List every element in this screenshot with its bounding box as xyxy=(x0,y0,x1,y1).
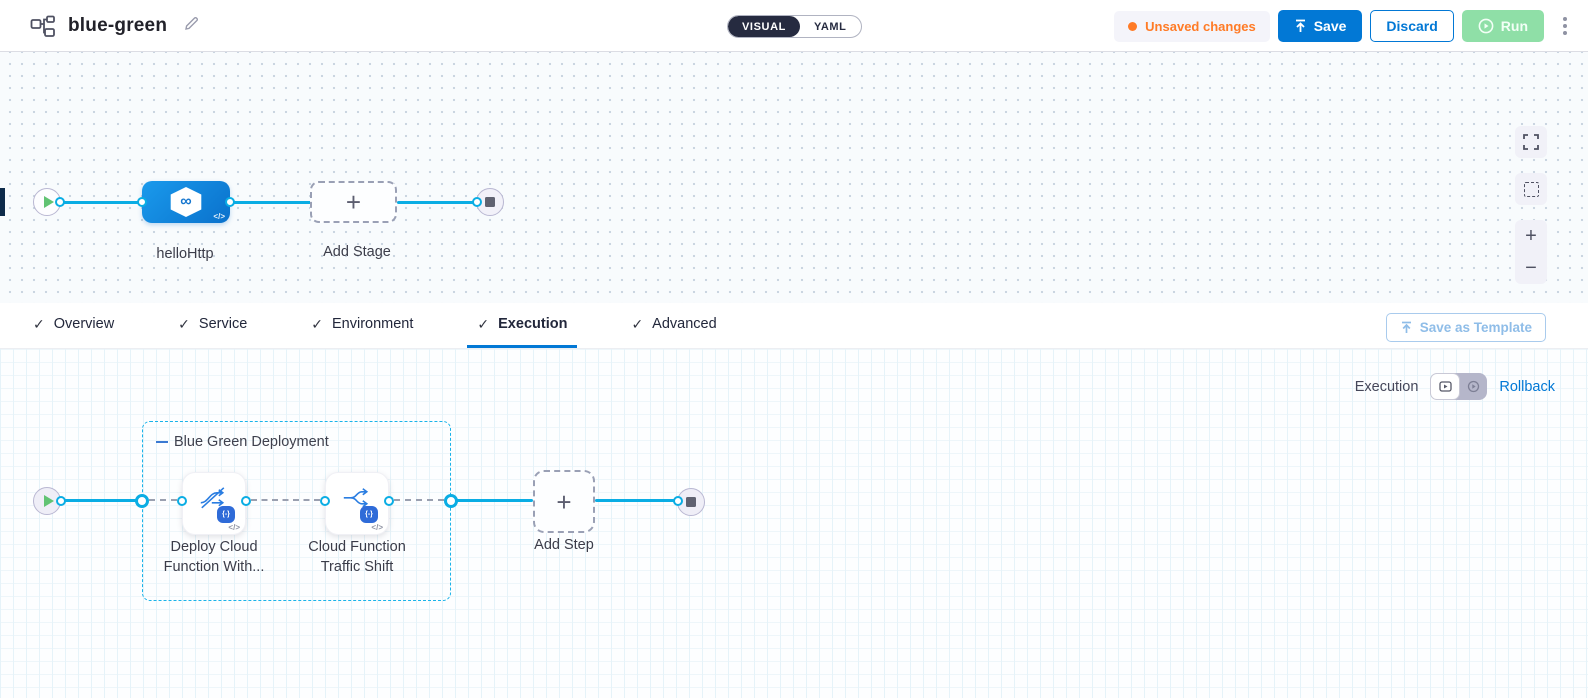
connector-line xyxy=(397,201,477,204)
check-icon: ✓ xyxy=(311,315,323,332)
tab-advanced[interactable]: ✓ Advanced xyxy=(631,315,717,333)
connector-line xyxy=(595,499,678,502)
execution-mode-label: Execution xyxy=(1354,378,1419,395)
function-badge-icon: {-} xyxy=(217,506,235,523)
visual-mode-button[interactable]: VISUAL xyxy=(728,16,800,37)
connector-line xyxy=(230,201,312,204)
play-icon xyxy=(43,196,54,208)
collapse-icon xyxy=(156,441,168,443)
check-icon: ✓ xyxy=(477,315,490,332)
edit-title-icon[interactable] xyxy=(183,15,200,37)
check-icon: ✓ xyxy=(33,315,45,332)
add-step-label: Add Step xyxy=(534,537,594,553)
check-icon: ✓ xyxy=(631,315,644,332)
visual-yaml-toggle[interactable]: VISUAL YAML xyxy=(727,15,862,38)
step-deploy-cloud-function[interactable]: {-} </> xyxy=(182,472,246,535)
more-options-button[interactable] xyxy=(1556,17,1574,35)
add-stage-label: Add Stage xyxy=(323,244,391,260)
stop-icon xyxy=(485,197,495,207)
fullscreen-icon xyxy=(1523,134,1539,150)
page-title: blue-green xyxy=(68,14,168,36)
zoom-controls: + − xyxy=(1515,220,1547,284)
port xyxy=(384,496,394,506)
save-button[interactable]: Save xyxy=(1277,10,1363,42)
connector-line xyxy=(47,499,142,502)
port xyxy=(55,197,65,207)
stop-icon xyxy=(686,497,696,507)
step-group-header[interactable]: Blue Green Deployment xyxy=(156,434,329,450)
port xyxy=(320,496,330,506)
tab-service[interactable]: ✓ Service xyxy=(178,315,248,333)
group-port xyxy=(444,494,458,508)
upload-icon xyxy=(1295,19,1305,32)
stage-label: helloHttp xyxy=(156,246,214,262)
connector-line xyxy=(451,499,533,502)
traffic-shift-icon xyxy=(341,484,371,515)
stage-node-hellohttp[interactable]: ∞ </> xyxy=(142,181,230,223)
execution-rollback-toggle[interactable] xyxy=(1430,373,1488,400)
code-icon: </> xyxy=(228,523,240,532)
function-badge-icon: {-} xyxy=(360,506,378,523)
dashed-connector xyxy=(149,499,177,501)
tab-environment[interactable]: ✓ Environment xyxy=(311,315,414,333)
pipeline-icon xyxy=(30,15,56,37)
step-group-blue-green-deployment[interactable] xyxy=(142,421,451,601)
header: blue-green VISUAL YAML Unsaved changes S… xyxy=(0,0,1588,52)
fullscreen-button[interactable] xyxy=(1515,126,1547,158)
play-circle-icon xyxy=(1478,18,1494,34)
stage-tabbar: ✓ Overview ✓ Service ✓ Environment ✓ Exe… xyxy=(0,303,1588,349)
port xyxy=(177,496,187,506)
connector-line xyxy=(47,201,142,204)
execution-icon xyxy=(1439,381,1452,392)
step-label: Cloud Function Traffic Shift xyxy=(308,539,406,575)
save-as-template-button[interactable]: Save as Template xyxy=(1385,313,1546,342)
discard-button[interactable]: Discard xyxy=(1370,10,1454,42)
fit-to-view-button[interactable] xyxy=(1515,173,1547,205)
add-step-button[interactable]: + xyxy=(533,470,595,533)
tab-overview[interactable]: ✓ Overview xyxy=(33,315,115,333)
yaml-mode-button[interactable]: YAML xyxy=(813,20,847,33)
execution-segment[interactable] xyxy=(1430,373,1461,400)
zoom-in-button[interactable]: + xyxy=(1525,225,1537,247)
port xyxy=(225,197,235,207)
step-cloud-function-traffic-shift[interactable]: {-} </> xyxy=(325,472,389,535)
dashed-connector xyxy=(394,499,444,501)
rollback-segment[interactable] xyxy=(1460,380,1487,393)
fit-to-view-icon xyxy=(1523,181,1539,197)
left-edge-strip xyxy=(0,188,5,216)
group-port xyxy=(135,494,149,508)
port xyxy=(241,496,251,506)
execution-graph-canvas[interactable]: Execution Rollback Blue Green Depl xyxy=(0,349,1588,698)
port xyxy=(673,496,683,506)
unsaved-dot-icon xyxy=(1128,21,1138,31)
add-stage-button[interactable]: + xyxy=(310,181,397,223)
deploy-no-traffic-icon xyxy=(198,484,228,515)
port xyxy=(137,197,147,207)
upload-icon xyxy=(1401,321,1411,333)
plus-icon: + xyxy=(345,187,362,217)
play-icon xyxy=(43,495,54,507)
zoom-out-button[interactable]: − xyxy=(1525,257,1537,279)
plus-icon: + xyxy=(556,486,572,517)
code-icon: </> xyxy=(371,523,383,532)
unsaved-changes-badge: Unsaved changes xyxy=(1114,10,1270,42)
tab-execution[interactable]: ✓ Execution xyxy=(467,303,578,348)
stage-graph-canvas[interactable]: ∞ </> + helloHttp Add Stage + − xyxy=(0,52,1588,303)
dashed-connector xyxy=(251,499,320,501)
step-label: Deploy Cloud Function With... xyxy=(163,539,265,575)
run-button[interactable]: Run xyxy=(1461,10,1544,42)
check-icon: ✓ xyxy=(178,315,190,332)
cloud-function-icon: ∞ xyxy=(170,187,202,217)
port xyxy=(472,197,482,207)
code-icon: </> xyxy=(213,212,225,221)
port xyxy=(56,496,66,506)
rollback-link[interactable]: Rollback xyxy=(1499,378,1555,395)
rollback-icon xyxy=(1468,380,1480,393)
